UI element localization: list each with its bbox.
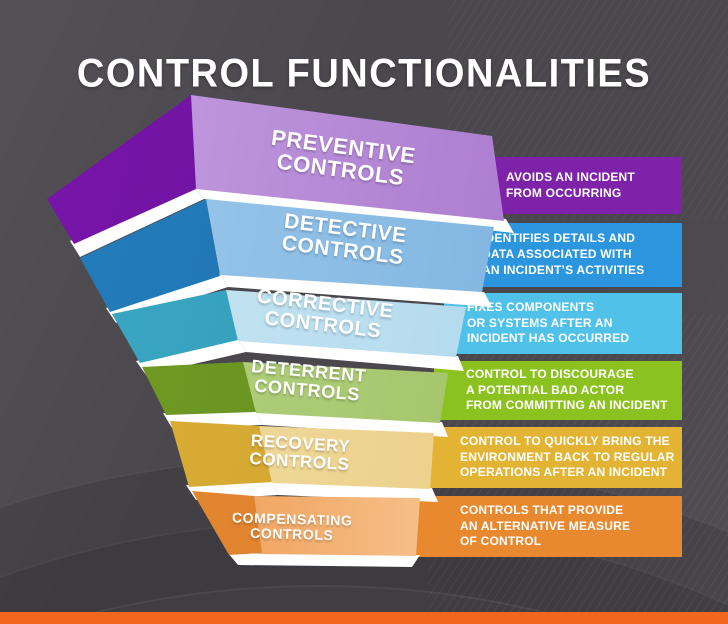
- page-title: CONTROL FUNCTIONALITIES: [76, 52, 652, 97]
- footer-accent-bar: [0, 612, 728, 624]
- description-bar-recovery: [422, 427, 682, 488]
- description-bar-deterrent: [434, 361, 682, 420]
- description-bar-detective: [455, 223, 682, 287]
- description-bar-preventive: [468, 157, 682, 214]
- description-bar-compensating: [412, 496, 682, 557]
